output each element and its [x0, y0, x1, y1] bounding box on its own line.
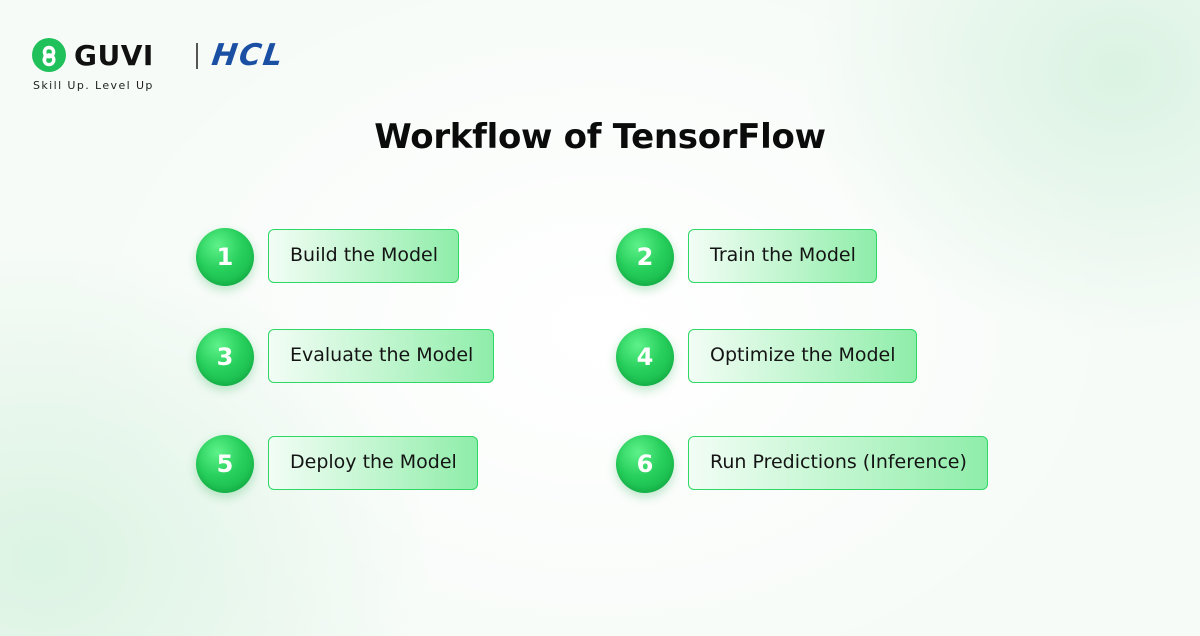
- brand-name: GUVI: [74, 39, 154, 72]
- step-number-badge: 4: [616, 328, 674, 386]
- step-label: Optimize the Model: [688, 329, 917, 383]
- partner-logo: HCL: [209, 38, 287, 73]
- brand-logo: GUVI HCL Skill Up. Level Up: [32, 38, 332, 94]
- step-label: Deploy the Model: [268, 436, 478, 490]
- step-number-badge: 6: [616, 435, 674, 493]
- logo-divider: [196, 43, 198, 69]
- guvi-logo-icon: [32, 38, 66, 72]
- step-label: Build the Model: [268, 229, 460, 283]
- step-number-badge: 3: [196, 328, 254, 386]
- step-label: Train the Model: [688, 229, 877, 283]
- step-number-badge: 2: [616, 228, 674, 286]
- page-title: Workflow of TensorFlow: [374, 117, 826, 157]
- step-label: Evaluate the Model: [268, 329, 495, 383]
- step-number-badge: 5: [196, 435, 254, 493]
- brand-tagline: Skill Up. Level Up: [33, 79, 154, 92]
- step-label: Run Predictions (Inference): [688, 436, 988, 490]
- step-number-badge: 1: [196, 228, 254, 286]
